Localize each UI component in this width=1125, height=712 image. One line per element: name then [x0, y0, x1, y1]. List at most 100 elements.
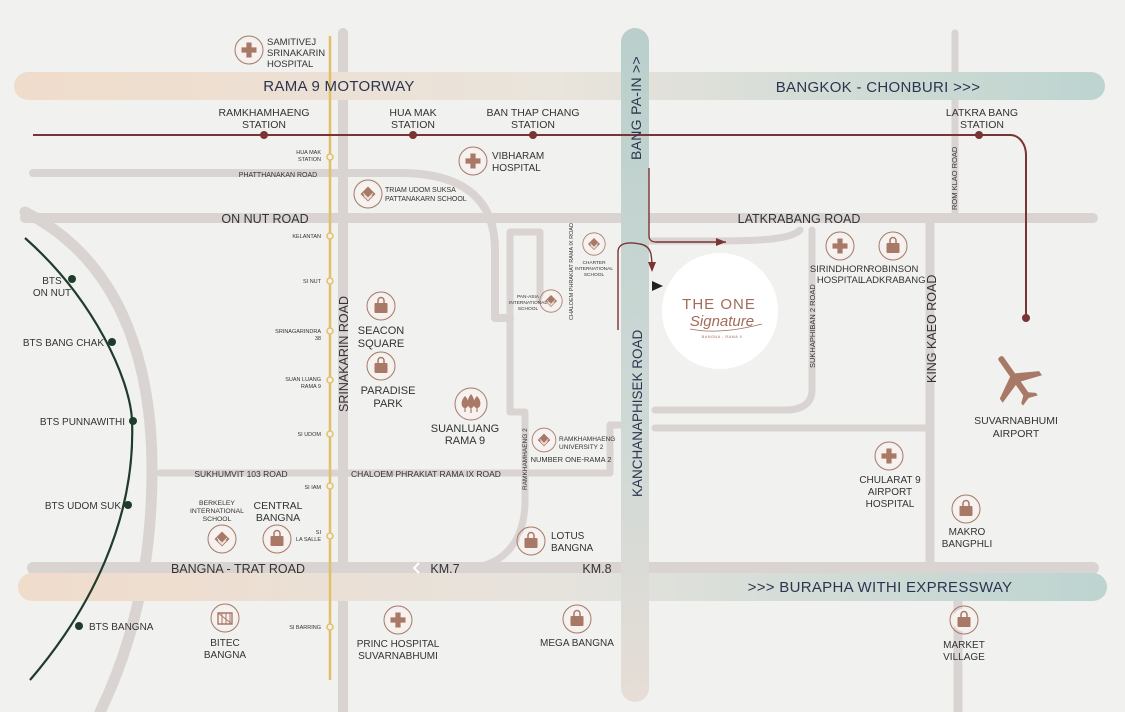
project-logo-sub: BANGNA - RAMA 9: [702, 335, 743, 339]
shopping-bag-icon: [951, 494, 981, 524]
project-pointer: [652, 281, 663, 291]
yellow-station-dot: [326, 232, 334, 240]
yellow-station-dot: [326, 277, 334, 285]
bangkok-chonburi-label: BANGKOK - CHONBURI >>>: [776, 79, 981, 96]
bts-station-dot: [129, 417, 137, 425]
yellow-station-dot: [326, 376, 334, 384]
chaloem-vertical-road: [506, 228, 544, 322]
logo-swash: [689, 323, 763, 332]
yellow-station-label: KELANTAN: [292, 234, 321, 240]
sukhaphiban-loop-road: [651, 226, 816, 414]
shopping-bag-icon: [562, 604, 592, 634]
kanchanaphisek-expressway: [621, 28, 649, 702]
km7-label: KM.7: [430, 562, 459, 576]
school-book-icon: [353, 179, 383, 209]
sukhumvit103-road-label: SUKHUMVIT 103 ROAD: [194, 469, 287, 479]
bts-udom-suk-label: BTS UDOM SUK: [45, 501, 121, 512]
bts-station-dot: [108, 338, 116, 346]
burapha-expressway-band: [18, 573, 1107, 601]
expressway-labels: RAMA 9 MOTORWAY BANGKOK - CHONBURI >>> >…: [263, 56, 1012, 596]
hospital-cross-icon: [874, 441, 904, 471]
srinakarin-road-label: SRINAKARIN ROAD: [337, 296, 351, 412]
yellow-station-dot: [326, 327, 334, 335]
shopping-bag-icon: [262, 524, 292, 554]
route-arrow-from-north: [648, 168, 726, 243]
yellow-station-dot: [326, 623, 334, 631]
hospital-cross-icon: [234, 35, 264, 65]
road-labels: ON NUT ROAD LATKRABANG ROAD PHATTHANAKAN…: [171, 146, 959, 576]
yellow-station-label: SI IAM: [304, 485, 321, 491]
yellow-station-dot: [326, 482, 334, 490]
number-one-label: NUMBER ONE-RAMA 2: [531, 455, 612, 464]
route-arrow-head-down: [648, 262, 656, 272]
route-arrow-south-loop: [617, 242, 653, 330]
exhibition-hall-icon: [210, 603, 240, 633]
mega-bangna: MEGA BANGNA: [540, 604, 614, 649]
rama9-motorway-label: RAMA 9 MOTORWAY: [263, 78, 414, 95]
bts-bangna-label: BTS BANGNA: [89, 622, 154, 633]
yellow-station-label: SI BARRING: [289, 625, 321, 631]
shopping-bag-icon: [949, 605, 979, 635]
project-logo-script: Signature: [690, 313, 754, 330]
school-book-icon: [207, 524, 237, 554]
chaloem-horizontal-road-label: CHALOEM PHRAKIAT RAMA IX ROAD: [351, 469, 501, 479]
bts-punnawithi-label: BTS PUNNAWITHI: [40, 417, 125, 428]
yellow-station-label: SI UDOM: [297, 432, 321, 438]
king-kaeo-road-label: KING KAEO ROAD: [925, 275, 939, 383]
yellow-station-label: SI NUT: [303, 279, 322, 285]
yellow-station-dot: [326, 532, 334, 540]
airplane-icon: [998, 356, 1042, 406]
latkrabang-connector: [646, 226, 804, 245]
bts-bang-chak-label: BTS BANG CHAK: [23, 338, 104, 349]
sukhaphiban2-road-label: SUKHAPHIBAN 2 ROAD: [808, 284, 817, 368]
bts-station-dot: [75, 622, 83, 630]
bts-corridor-road: [19, 206, 158, 712]
km8-label: KM.8: [582, 562, 611, 576]
rama9-motorway-band: [14, 72, 1105, 100]
project-location[interactable]: THE ONE Signature BANGNA - RAMA 9: [662, 253, 778, 369]
shopping-bag-icon: [366, 291, 396, 321]
chaloem-vertical-road-label: CHALOEM PHRAKIAT RAMA IX ROAD: [569, 223, 575, 320]
kanchanaphisek-road-label: KANCHANAPHISEK ROAD: [630, 329, 645, 497]
